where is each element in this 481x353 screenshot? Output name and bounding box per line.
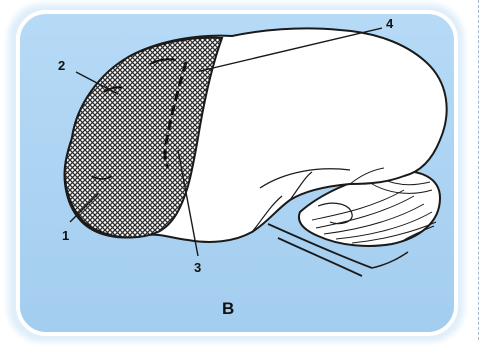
callout-label-4: 4 <box>386 16 394 31</box>
callout-label-1: 1 <box>62 228 69 243</box>
page-edge-divider <box>475 0 479 340</box>
callout-label-2: 2 <box>58 58 65 73</box>
callout-label-3: 3 <box>194 260 201 275</box>
panel-label: B <box>222 299 234 318</box>
